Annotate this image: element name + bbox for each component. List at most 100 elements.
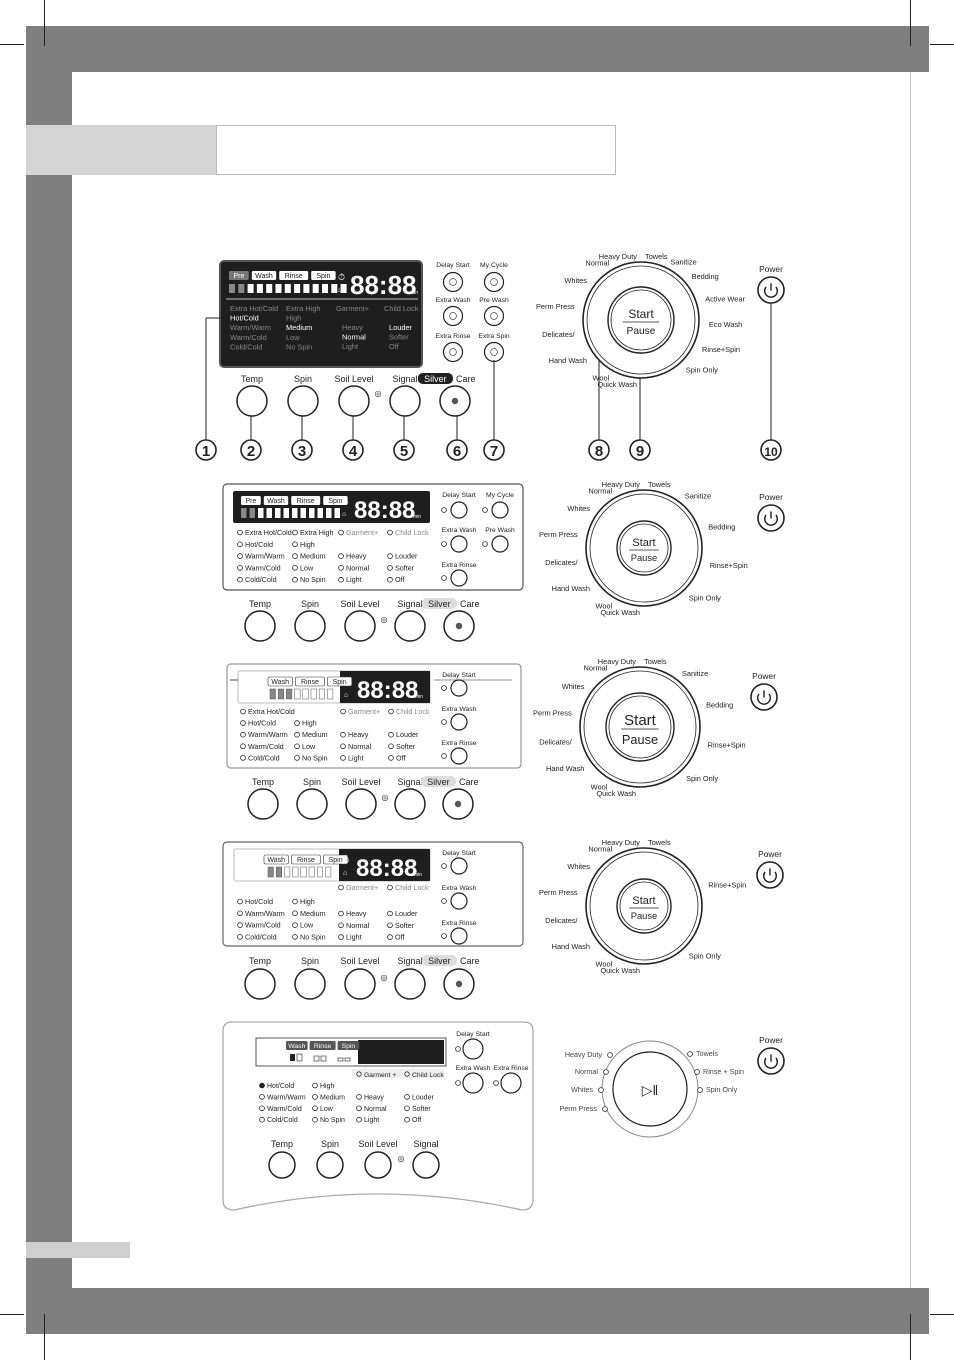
garment-label: Garment + bbox=[364, 1072, 396, 1079]
delay-start-button[interactable] bbox=[462, 1038, 484, 1060]
option-label: Low bbox=[300, 563, 314, 572]
extra-wash-button[interactable] bbox=[450, 535, 468, 553]
progress-segment bbox=[256, 284, 263, 293]
pre-wash-button[interactable] bbox=[491, 535, 509, 553]
option-radio bbox=[292, 898, 298, 905]
option-radio bbox=[312, 1116, 318, 1123]
option-radio bbox=[240, 755, 246, 761]
cycle-label: Perm Press bbox=[539, 530, 578, 539]
signal-button[interactable] bbox=[394, 788, 426, 820]
start-label: Start bbox=[624, 712, 657, 729]
cycle-label: Towels bbox=[644, 657, 667, 666]
garment-label: Garment+ bbox=[346, 528, 378, 537]
spin-button[interactable] bbox=[296, 788, 328, 820]
my-cycle-button[interactable] bbox=[491, 501, 509, 519]
option-label: Warm/Cold bbox=[248, 742, 284, 751]
frame-top-bar bbox=[26, 26, 929, 72]
extra-rinse-button[interactable] bbox=[450, 569, 468, 587]
silver-label: Silver bbox=[427, 777, 450, 787]
stage-label: Wash bbox=[288, 1043, 305, 1050]
option-label: Warm/Cold bbox=[245, 921, 281, 930]
option-strip bbox=[352, 1069, 444, 1078]
signal-button[interactable] bbox=[394, 610, 426, 642]
soil-level-button[interactable] bbox=[344, 610, 376, 642]
option-led bbox=[441, 719, 447, 725]
crop-mark bbox=[910, 0, 911, 46]
option-label: Low bbox=[320, 1106, 334, 1113]
extra-rinse-button[interactable] bbox=[450, 747, 468, 765]
delay-start-button[interactable] bbox=[450, 679, 468, 697]
option-radio bbox=[387, 910, 393, 917]
option-radio bbox=[356, 1105, 362, 1112]
stage-label: Rinse bbox=[297, 498, 315, 505]
signal-button[interactable] bbox=[412, 1151, 440, 1179]
cycle-label: Spin Only bbox=[706, 1085, 738, 1094]
option-radio bbox=[240, 731, 246, 738]
option-label: Off bbox=[412, 1117, 421, 1124]
lock-icon: ⌂ bbox=[342, 511, 346, 518]
temp-button[interactable] bbox=[268, 1151, 296, 1179]
spin-button[interactable] bbox=[287, 385, 319, 417]
progress-segment bbox=[344, 1057, 351, 1062]
stage-indicator bbox=[263, 496, 289, 505]
option-label: Warm/Warm bbox=[248, 730, 288, 739]
option-label: Normal bbox=[346, 563, 370, 572]
cycle-label: Whites bbox=[567, 504, 590, 513]
extra-wash-button[interactable] bbox=[450, 892, 468, 910]
extra-wash-button[interactable] bbox=[462, 1072, 484, 1094]
soil-level-button[interactable] bbox=[344, 968, 376, 1000]
start-pause-button[interactable] bbox=[612, 1051, 688, 1127]
frame-left-bar bbox=[26, 26, 72, 1334]
sound-icon: ◎ bbox=[398, 1154, 405, 1163]
child-lock-label: Child Lock bbox=[395, 528, 429, 537]
crop-mark bbox=[930, 1314, 954, 1315]
option-label: Cold/Cold bbox=[267, 1117, 298, 1124]
extra-rinse-button[interactable] bbox=[500, 1072, 522, 1094]
option-led bbox=[493, 1080, 499, 1086]
signal-button[interactable] bbox=[394, 968, 426, 1000]
option-radio bbox=[338, 529, 344, 536]
delay-start-button[interactable] bbox=[450, 501, 468, 519]
stage-indicator bbox=[279, 271, 309, 280]
stage-indicator bbox=[286, 1041, 308, 1050]
spin-button[interactable] bbox=[316, 1151, 344, 1179]
start-label: Start bbox=[632, 537, 655, 549]
cycle-label: Heavy Duty bbox=[565, 1050, 603, 1059]
option-label: Louder bbox=[389, 323, 413, 332]
option-label: Heavy bbox=[348, 730, 369, 739]
spin-button[interactable] bbox=[294, 610, 326, 642]
cycle-label: Whites bbox=[562, 682, 585, 691]
option-radio bbox=[292, 529, 298, 536]
temp-button[interactable] bbox=[236, 385, 268, 417]
extra-rinse-button[interactable] bbox=[450, 927, 468, 945]
option-radio bbox=[387, 922, 393, 929]
cycle-label: Hand Wash bbox=[552, 584, 590, 593]
button-label: Temp bbox=[249, 956, 271, 966]
option-radio bbox=[237, 541, 243, 548]
option-radio bbox=[240, 720, 246, 726]
delay-start-button[interactable] bbox=[450, 857, 468, 875]
option-button-label: Extra Rinse bbox=[441, 562, 476, 569]
progress-segment bbox=[267, 866, 274, 878]
temp-button[interactable] bbox=[244, 968, 276, 1000]
progress-segment bbox=[296, 1053, 303, 1062]
option-button-label: Extra Wash bbox=[442, 527, 477, 534]
option-radio bbox=[338, 565, 344, 571]
soil-level-button[interactable] bbox=[345, 788, 377, 820]
soil-level-button[interactable] bbox=[338, 385, 370, 417]
signal-button[interactable] bbox=[389, 385, 421, 417]
spin-button[interactable] bbox=[294, 968, 326, 1000]
option-radio bbox=[292, 565, 298, 571]
extra-wash-button[interactable] bbox=[450, 713, 468, 731]
stage-indicator bbox=[267, 676, 293, 687]
option-label: High bbox=[300, 897, 315, 906]
soil-level-button[interactable] bbox=[364, 1151, 392, 1179]
lock-icon: ⌂ bbox=[343, 870, 347, 877]
option-led bbox=[441, 898, 447, 904]
temp-button[interactable] bbox=[247, 788, 279, 820]
unit-label: min bbox=[414, 872, 422, 878]
silver-label: Silver bbox=[428, 956, 451, 966]
progress-segment bbox=[313, 1055, 320, 1062]
option-label: Warm/Cold bbox=[267, 1106, 302, 1113]
temp-button[interactable] bbox=[244, 610, 276, 642]
